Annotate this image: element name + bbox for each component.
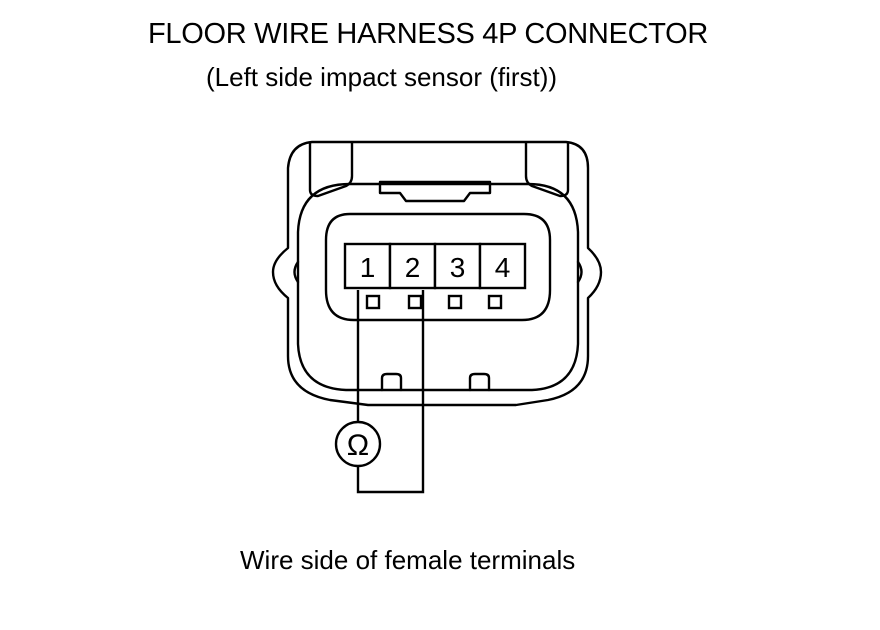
terminal-3-label: 3 xyxy=(450,252,466,283)
terminal-1-box xyxy=(343,242,392,290)
left-bump xyxy=(293,260,300,284)
center-key xyxy=(378,180,492,203)
inner-face xyxy=(296,182,580,392)
contact-2 xyxy=(407,294,423,310)
terminal-4-label: 4 xyxy=(495,252,511,283)
contact-3 xyxy=(447,294,463,310)
connector-housing xyxy=(271,140,603,407)
diagram-subtitle: (Left side impact sensor (first)) xyxy=(206,62,558,92)
ohmmeter-icon: Ω xyxy=(334,420,382,468)
contact-4 xyxy=(487,294,503,310)
probe-wire-return xyxy=(356,290,425,494)
diagram-title: FLOOR WIRE HARNESS 4P CONNECTOR xyxy=(148,18,709,50)
left-latch xyxy=(308,141,354,198)
right-bump xyxy=(576,260,583,284)
ohm-symbol: Ω xyxy=(347,429,369,462)
terminal-2-label: 2 xyxy=(405,252,421,283)
terminal-1-label: 1 xyxy=(360,252,376,283)
contact-1 xyxy=(365,294,381,310)
bottom-notch-left xyxy=(380,372,403,392)
terminal-cavity xyxy=(324,212,552,322)
diagram-caption: Wire side of female terminals xyxy=(240,545,576,575)
bottom-notch-right xyxy=(468,372,491,392)
terminal-2-box xyxy=(388,242,437,290)
right-latch xyxy=(524,141,570,198)
terminal-4-box xyxy=(478,242,527,290)
